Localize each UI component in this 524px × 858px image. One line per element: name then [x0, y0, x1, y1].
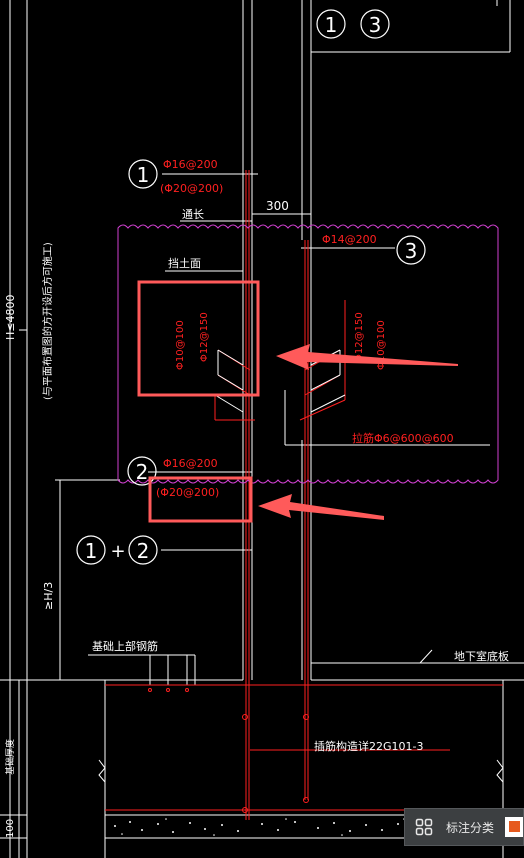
rebar-2-main: Φ16@200	[163, 457, 218, 470]
annotation-category-label[interactable]: 标注分类	[446, 821, 495, 835]
layout-note: (与平面布置图的方开设后方可施工)	[41, 242, 54, 400]
through-length-label: 通长	[182, 208, 204, 221]
gravel-hatch	[114, 818, 493, 836]
dim-300: 300	[266, 199, 289, 213]
rebar-2-alt: (Φ20@200)	[156, 486, 219, 499]
bubble-rebar-1-label: 1	[137, 163, 150, 187]
rebar-3: Φ14@200	[322, 233, 377, 246]
bubble-combo-1: 1	[76, 535, 106, 565]
bubble-top-1: 1	[316, 9, 346, 39]
annotation-category-toolbar[interactable]: 标注分类	[404, 808, 524, 846]
rebar-right-inner: Φ10@100	[376, 320, 387, 370]
h-third-label: ≥H/3	[42, 582, 55, 610]
grid-icon[interactable]	[415, 818, 433, 836]
bubble-top-3: 3	[360, 9, 390, 39]
bubble-combo-1-label: 1	[85, 539, 98, 563]
arrow-upper	[276, 344, 458, 370]
arrow-lower	[258, 494, 384, 520]
bottom-dim-100: 100	[5, 819, 16, 838]
bubble-top-3-label: 3	[369, 13, 382, 37]
rebar-1-alt: (Φ20@200)	[160, 182, 223, 195]
bubble-rebar-1: 1	[128, 159, 158, 189]
foundation-thickness-label: 基础厚度	[4, 739, 16, 775]
rebar-left-inner: Φ12@150	[199, 312, 210, 362]
bubble-top-1-label: 1	[325, 13, 338, 37]
foundation-top-rebar-label: 基础上部钢筋	[92, 639, 158, 653]
basement-floor-label: 地下室底板	[454, 649, 509, 663]
bubble-rebar-3-label: 3	[405, 239, 418, 263]
rebar-left-outer: Φ10@100	[175, 320, 186, 370]
bubble-combo-2-label: 2	[137, 539, 150, 563]
anchor-detail-note: 插筋构造详22G101-3	[314, 739, 423, 753]
height-note: H≤4800	[4, 295, 17, 340]
rebar-1-main: Φ16@200	[163, 158, 218, 171]
plus-sign: +	[110, 541, 125, 562]
tie-bars-note: 拉筋Φ6@600@600	[352, 431, 454, 445]
color-swatch-button[interactable]	[505, 817, 523, 837]
highlight-box-upper	[137, 280, 260, 397]
bubble-rebar-2: 2	[127, 456, 157, 486]
color-swatch-fill	[509, 821, 520, 832]
bubble-rebar-3: 3	[396, 235, 426, 265]
revision-cloud	[117, 224, 499, 484]
highlight-box-lower	[148, 476, 253, 523]
rebar-shapes	[214, 349, 346, 413]
bubble-combo-2: 2	[128, 535, 158, 565]
bubble-rebar-2-label: 2	[136, 460, 149, 484]
retaining-face-label: 挡土面	[168, 256, 201, 270]
rebar-right-outer: Φ12@150	[354, 312, 365, 362]
